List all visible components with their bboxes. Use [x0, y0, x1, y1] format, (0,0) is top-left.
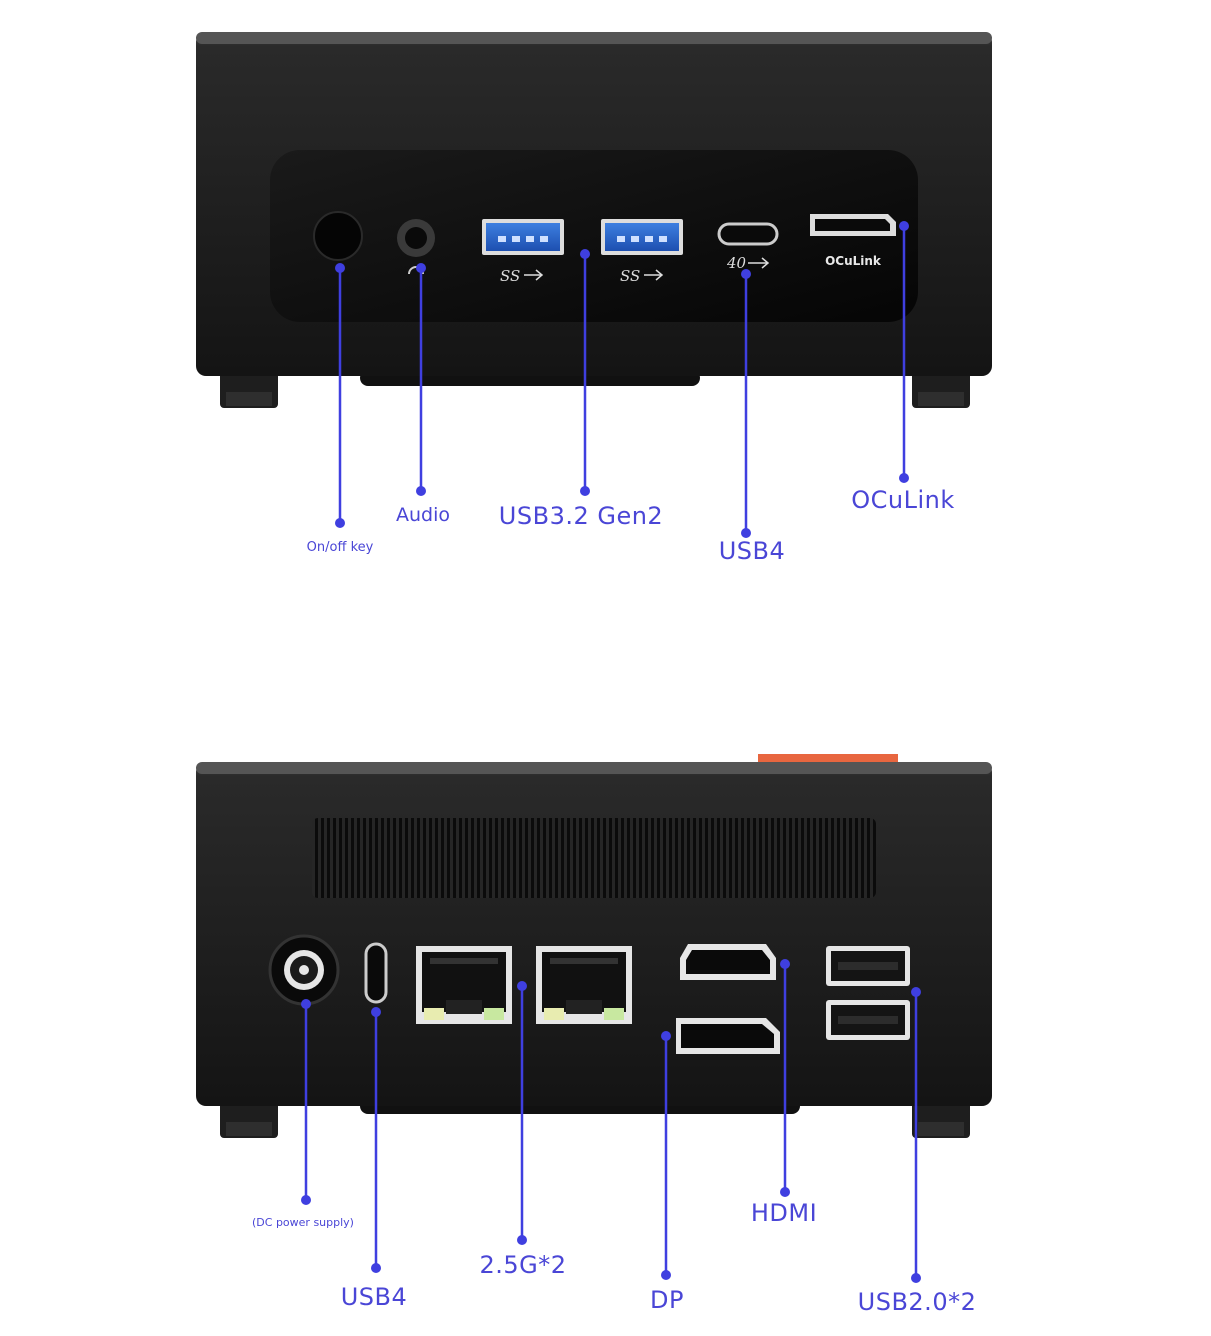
oculink-marking: OCuLink: [825, 254, 882, 268]
usb-icon: [644, 269, 664, 281]
usb-a-port: [826, 1000, 910, 1040]
label-usb32-gen2: USB3.2 Gen2: [498, 502, 664, 530]
ethernet-port: [536, 946, 632, 1024]
label-dc-power-supply: (DC power supply): [252, 1216, 354, 1229]
ss-marking: SS: [620, 267, 640, 285]
usb-c-port: [717, 222, 779, 246]
ethernet-port: [416, 946, 512, 1024]
label-usb2: USB2.0*2: [857, 1288, 977, 1316]
usb-c-port: [364, 942, 388, 1004]
usb-icon: [524, 269, 544, 281]
front-device: SS SS 40 OCuLink: [196, 32, 992, 538]
label-oculink: OCuLink: [851, 486, 955, 514]
ss-marking: SS: [500, 267, 520, 285]
usb4-40-marking: 40: [726, 254, 747, 272]
rear-device: [196, 754, 992, 1283]
power-button: [313, 211, 363, 261]
label-audio: Audio: [395, 504, 451, 526]
usb-a-port: [482, 219, 564, 255]
label-hdmi: HDMI: [750, 1199, 818, 1227]
label-dp: DP: [650, 1286, 684, 1314]
label-usb4-front: USB4: [718, 537, 786, 565]
label-usb4-rear: USB4: [340, 1283, 408, 1311]
usb-a-port: [601, 219, 683, 255]
usb-icon: [748, 257, 770, 269]
rear-callout-lines: [301, 959, 921, 1283]
label-2-5g-lan: 2.5G*2: [479, 1251, 567, 1279]
front-callout-lines: [335, 221, 909, 538]
air-vent: [312, 818, 876, 898]
label-on-off-key: On/off key: [306, 540, 374, 555]
front-panel: [270, 150, 918, 322]
chassis: [196, 762, 992, 1106]
usb-a-port: [826, 946, 910, 986]
